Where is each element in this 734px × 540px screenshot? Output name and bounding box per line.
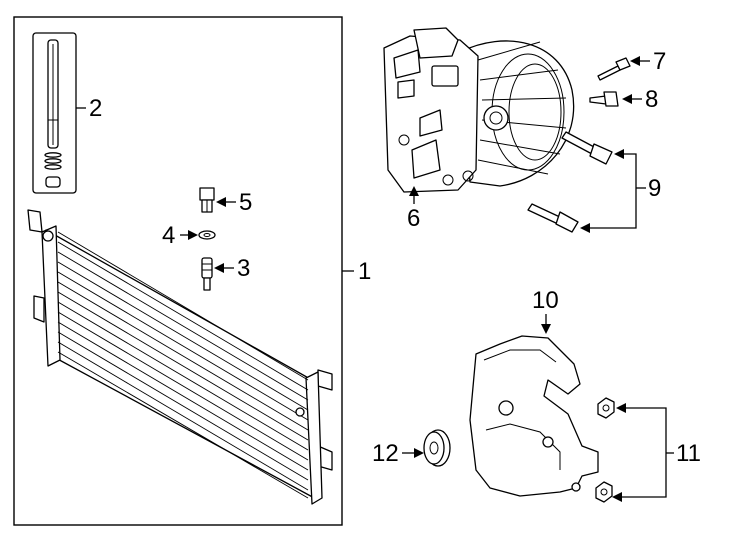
pressure-switch <box>199 187 215 213</box>
nut-11-upper <box>597 397 615 419</box>
callout-6: 6 <box>407 205 420 232</box>
callout-3: 3 <box>237 255 250 282</box>
ac-compressor <box>383 27 575 193</box>
condenser <box>27 209 333 505</box>
receiver-drier-box <box>32 32 77 194</box>
callout-7: 7 <box>653 48 666 75</box>
drier-plug <box>45 176 61 188</box>
receiver-drier-inset <box>32 32 77 194</box>
callout-8: 8 <box>645 86 658 113</box>
condenser-fins <box>57 231 309 499</box>
callout-2: 2 <box>89 95 102 122</box>
stud-9-lower <box>527 203 579 233</box>
compressor-cover <box>469 335 599 497</box>
callout-5: 5 <box>239 189 252 216</box>
service-valve <box>201 257 213 291</box>
callout-4: 4 <box>162 222 175 249</box>
washer <box>198 230 216 240</box>
bolt-7 <box>597 57 631 81</box>
stud-9-upper <box>561 131 613 165</box>
bolt-8 <box>589 91 619 107</box>
callout-10: 10 <box>532 287 559 314</box>
o-ring <box>44 164 62 170</box>
nut-11-lower <box>595 481 613 503</box>
o-ring <box>44 158 62 164</box>
pulley-12 <box>423 429 451 467</box>
callout-1: 1 <box>358 258 371 285</box>
callout-9: 9 <box>648 175 661 202</box>
callout-11: 11 <box>676 440 701 467</box>
o-ring <box>44 152 62 158</box>
callout-12: 12 <box>372 440 399 467</box>
